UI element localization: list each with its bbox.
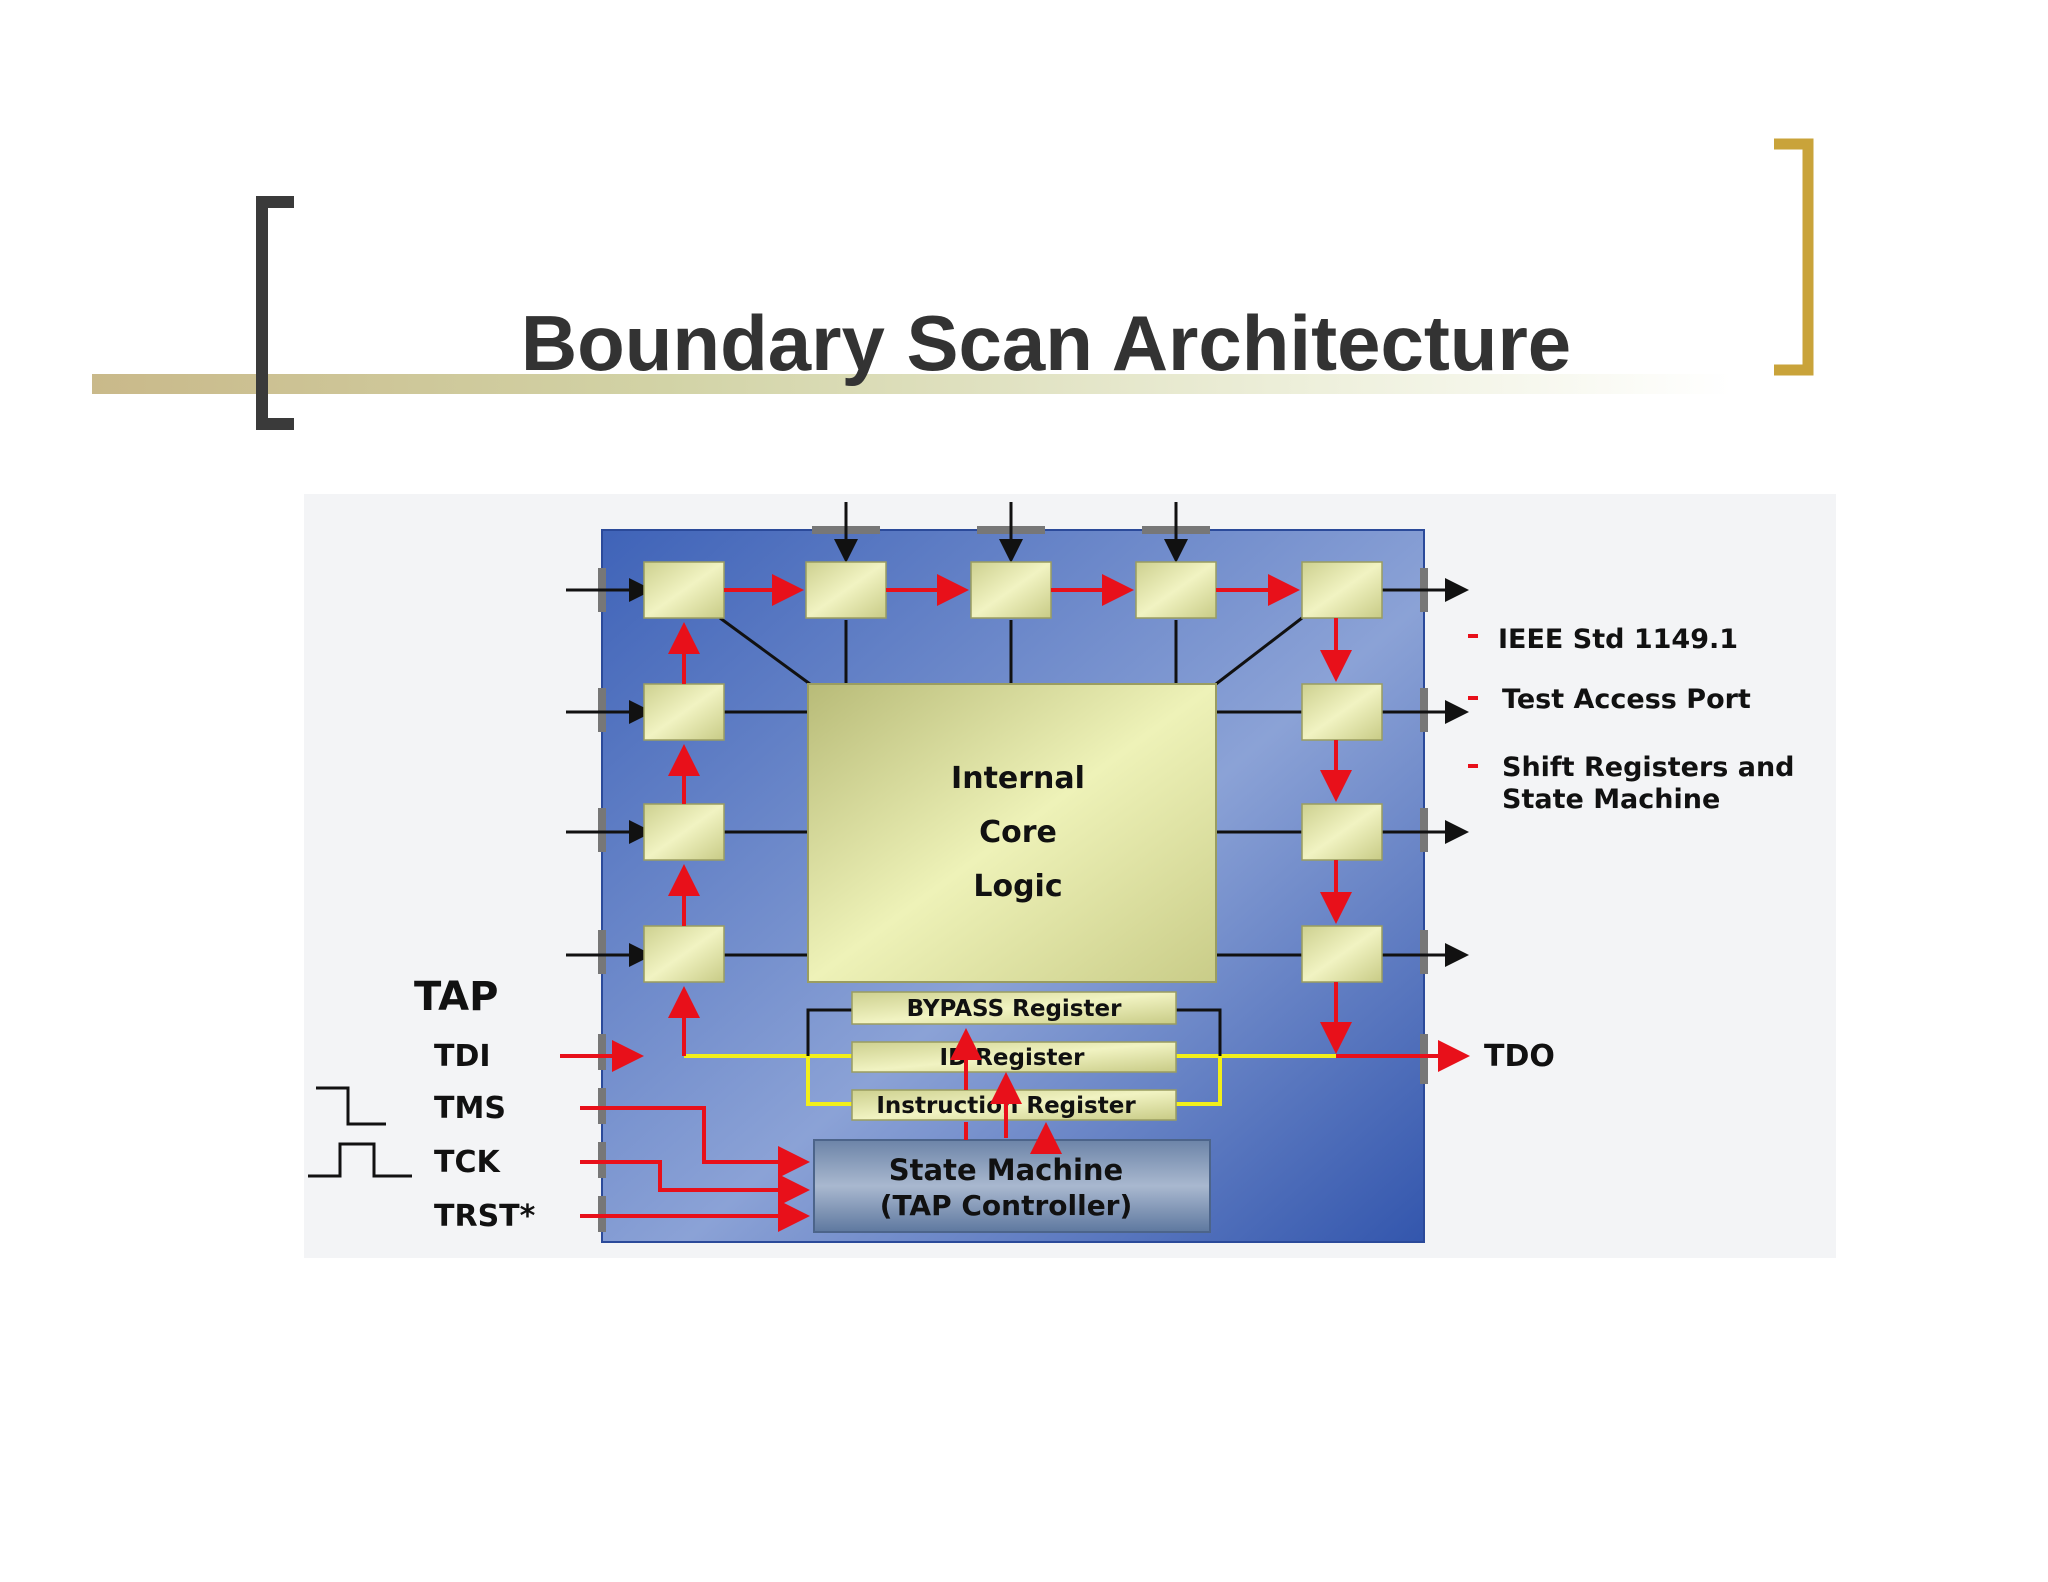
io-arrows: [566, 502, 1469, 967]
scan-cell: [1135, 561, 1217, 619]
bullet-state-machine: State Machine: [1502, 784, 1720, 815]
boundary-scan-diagram: Internal Core Logic BYPASS Register ID R…: [304, 494, 1836, 1258]
core-label-line-3: Logic: [973, 869, 1062, 904]
scan-cell: [970, 561, 1052, 619]
tap-title: TAP: [414, 974, 498, 1020]
tap-pin-tdi: TDI: [434, 1039, 491, 1074]
tap-pin-tck: TCK: [434, 1145, 501, 1180]
scan-cell: [1301, 925, 1383, 983]
core-connections: [719, 616, 1303, 957]
bypass-register: [851, 991, 1177, 1025]
title-decoration: Boundary Scan Architecture: [92, 138, 1814, 430]
state-machine-label: State Machine: [889, 1153, 1123, 1187]
left-bracket: [256, 196, 294, 430]
core-label-line-2: Core: [979, 815, 1057, 850]
id-register-label: ID Register: [940, 1045, 1086, 1071]
boundary-scan-cells: [643, 561, 1383, 983]
tms-waveform-icon: [316, 1086, 386, 1126]
bypass-register-label: BYPASS Register: [907, 996, 1123, 1022]
tap-pin-trst: TRST*: [434, 1199, 536, 1234]
tdo-label: TDO: [1484, 1039, 1555, 1074]
scan-cell: [643, 803, 725, 861]
tap-controller-label: (TAP Controller): [880, 1189, 1133, 1222]
title-underline-bar: [92, 374, 1732, 394]
feature-bullets: IEEE Std 1149.1 Test Access Port Shift R…: [1468, 624, 1795, 815]
scan-cell: [643, 683, 725, 741]
bullet-marker: [1468, 696, 1478, 700]
core-label-line-1: Internal: [951, 761, 1085, 796]
right-bracket: [1774, 138, 1814, 376]
scan-cell: [1301, 683, 1383, 741]
tap-pin-tms: TMS: [434, 1091, 506, 1126]
scan-chain-path: [560, 574, 1470, 1232]
bullet-tap: Test Access Port: [1502, 684, 1751, 715]
bullet-ieee: IEEE Std 1149.1: [1498, 624, 1738, 655]
state-machine-block: [813, 1139, 1211, 1233]
tck-waveform-icon: [308, 1142, 412, 1178]
register-select-loop: [806, 1008, 1222, 1056]
scan-cell: [1301, 803, 1383, 861]
bullet-marker: [1468, 764, 1478, 768]
bullet-shift-registers: Shift Registers and: [1502, 752, 1795, 783]
scan-cell: [643, 561, 725, 619]
scan-cell: [643, 925, 725, 983]
bullet-marker: [1468, 634, 1478, 638]
scan-cell: [805, 561, 887, 619]
slide-title: Boundary Scan Architecture: [521, 299, 1571, 387]
id-register: [851, 1041, 1177, 1073]
internal-core-logic-block: [807, 683, 1217, 983]
scan-cell: [1301, 561, 1383, 619]
